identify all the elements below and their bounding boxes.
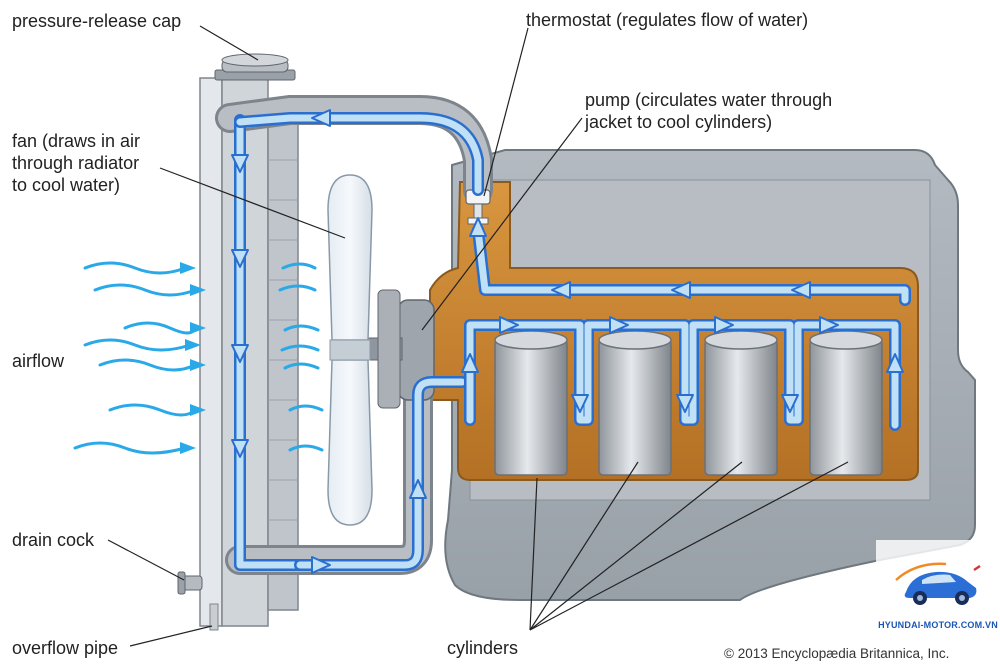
cylinder-3 [704, 330, 778, 476]
label-thermostat: thermostat (regulates flow of water) [526, 10, 809, 30]
fan [327, 174, 373, 526]
airflow-arrowhead [185, 339, 201, 351]
label-airflow: airflow [12, 351, 65, 371]
flow-arrow [311, 556, 331, 574]
airflow-left [73, 261, 197, 455]
cylinder-1 [494, 330, 568, 476]
label-pressure-release-cap: pressure-release cap [12, 11, 182, 31]
airflow-wave [93, 283, 197, 297]
copyright-notice: © 2013 Encyclopædia Britannica, Inc. [724, 646, 950, 661]
cylinder-2 [598, 330, 672, 476]
label-cylinders: cylinders [447, 638, 519, 658]
flow-arrow [781, 394, 799, 413]
flow-arrow [609, 316, 629, 334]
label-drain-cock: drain cock [12, 530, 95, 550]
leader-line-cylinder-3 [529, 461, 743, 631]
flow-arrow [231, 249, 249, 268]
airflow-wave [281, 262, 317, 270]
leader-line-cylinder-4 [529, 461, 849, 631]
flow-arrow [886, 353, 904, 373]
flow-arrows [231, 109, 904, 574]
radiator [199, 77, 299, 631]
label-overflow-pipe: overflow pipe [12, 638, 119, 658]
airflow-arrowhead [190, 322, 206, 334]
watermark-text: HYUNDAI-MOTOR.COM.VN [878, 620, 998, 630]
flow-arrow [231, 439, 249, 458]
leader-line-cylinder-2 [529, 461, 639, 631]
flow-arrow [671, 281, 691, 299]
airflow-wave [283, 362, 320, 370]
cylinder-4 [809, 330, 883, 476]
leader-lines [107, 25, 849, 647]
airflow-arrowhead [190, 284, 206, 296]
flow-arrow [551, 281, 571, 299]
flow-arrow [791, 281, 811, 299]
airflow-wave [108, 403, 197, 417]
flow-arrow [819, 316, 839, 334]
airflow-arrowheads [180, 262, 206, 454]
flow-arrow [409, 479, 427, 499]
drain-cock [177, 571, 203, 595]
leader-line-fan [159, 167, 346, 239]
flow-arrow [231, 154, 249, 173]
water-pump [339, 289, 435, 409]
pressure-release-cap [214, 53, 296, 81]
airflow-wave [288, 444, 324, 452]
airflow-wave [123, 321, 197, 335]
flow-arrow [714, 316, 734, 334]
flow-arrow [311, 109, 331, 127]
leader-line-thermostat [483, 27, 529, 197]
flow-arrow [461, 353, 479, 373]
airflow-arrowhead [180, 262, 196, 274]
car-logo-icon [895, 562, 981, 605]
leader-line-overflow-pipe [129, 625, 213, 647]
airflow-wave [83, 338, 192, 352]
flow-arrow [231, 344, 249, 363]
water-flow [234, 112, 911, 571]
airflow-wave [280, 344, 320, 352]
leader-line-pump [421, 117, 583, 331]
airflow-right [278, 262, 324, 452]
label-pump: pump (circulates water through jacket to… [585, 90, 833, 132]
flow-arrow [676, 394, 694, 413]
airflow-arrowhead [190, 404, 206, 416]
airflow-wave [98, 358, 197, 372]
flow-arrow [499, 316, 519, 334]
airflow-wave [283, 324, 320, 332]
flow-arrow [571, 394, 589, 413]
airflow-wave [288, 404, 324, 412]
flow-arrow [469, 217, 487, 237]
airflow-arrowhead [190, 359, 206, 371]
cylinders-group [494, 330, 883, 476]
airflow-wave [73, 441, 187, 455]
leader-line-drain-cock [107, 539, 185, 581]
airflow-wave [83, 261, 187, 275]
water-flow-lower-hose [294, 376, 468, 571]
airflow-wave [278, 284, 317, 292]
leader-line-cylinder-1 [529, 477, 538, 631]
label-fan: fan (draws in air through radiator to co… [12, 131, 141, 195]
leader-line-pressure-cap [199, 25, 259, 61]
watermark-panel [876, 540, 1000, 640]
airflow-arrowhead [180, 442, 196, 454]
